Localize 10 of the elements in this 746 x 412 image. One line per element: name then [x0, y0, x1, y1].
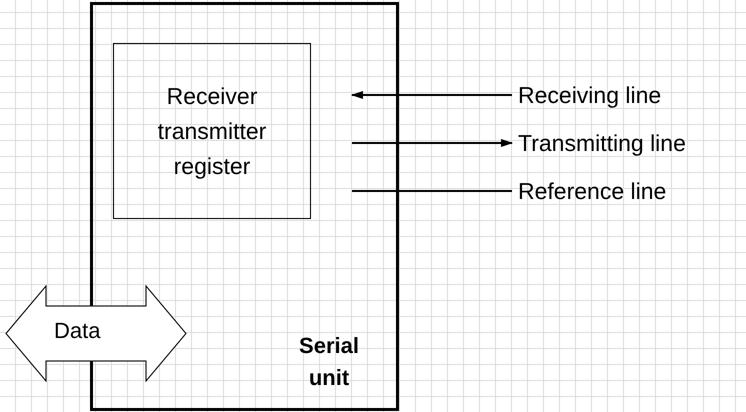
line-label: Receiving line [518, 82, 662, 108]
signal-line [352, 190, 512, 192]
arrow [352, 139, 513, 147]
register-label: Receiver transmitter register [156, 82, 268, 181]
register-box [113, 43, 311, 219]
line-label: Reference line [518, 178, 666, 204]
line-label: Transmitting line [518, 130, 686, 156]
arrow [351, 91, 512, 99]
data-label: Data [54, 318, 100, 344]
unit-label: Serial unit [298, 332, 360, 392]
